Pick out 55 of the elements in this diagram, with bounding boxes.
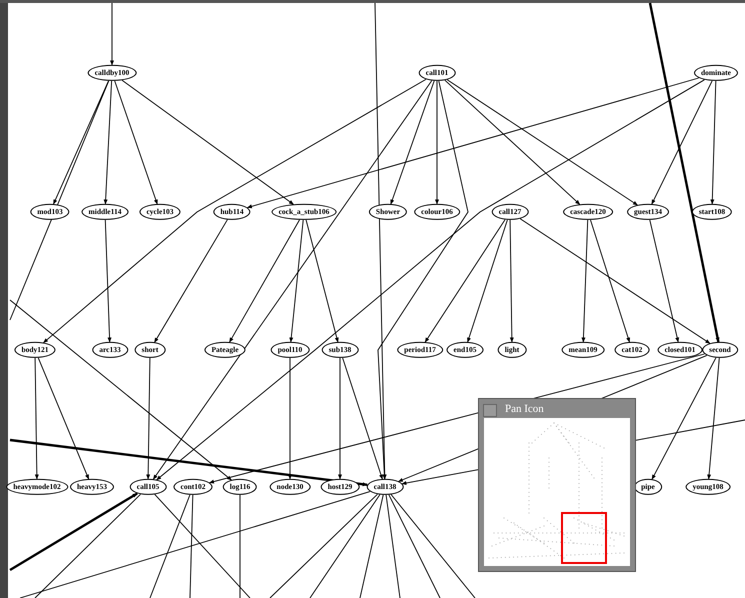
arrow [651,80,713,205]
arrow [652,357,716,480]
connector-line [190,494,194,598]
arrow [446,79,638,206]
arrow [342,357,383,480]
arrow [288,358,292,480]
connector-line [360,494,384,598]
arrow [34,358,39,480]
arrow [289,220,304,342]
arrow [378,80,468,480]
arrow [590,220,630,343]
arrow [209,354,705,484]
arrow [10,438,368,486]
arrow [146,358,150,480]
arrow [104,80,112,204]
arrow [229,219,300,343]
connector-line [154,494,250,598]
connector-line [270,494,378,598]
arrow [424,219,506,343]
arrow [435,80,439,204]
arrow [649,220,680,342]
arrow [156,79,705,480]
connector-line [150,494,190,598]
connector-line [20,491,370,598]
arrow [520,218,710,344]
arrow [10,300,232,481]
arrow [467,219,508,343]
arrow [510,220,514,342]
arrow [110,2,114,66]
arrow [648,2,720,342]
arrow [152,80,432,480]
arrow [104,220,112,342]
arrow [114,80,158,205]
arrow [122,80,294,205]
arrow [374,2,387,480]
connector-line [386,494,400,598]
arrow [581,220,588,342]
arrow [390,80,435,205]
arrow [710,80,716,204]
connector-line [390,494,476,598]
arrow [246,78,700,208]
window-title: Pan Icon [505,403,544,415]
arrow [444,80,580,205]
connector-line [10,80,110,320]
connector-line [34,494,141,598]
arrow [707,358,720,480]
arrow [38,357,90,480]
connector-line [388,494,440,598]
arrow [43,78,426,344]
arrow [306,220,339,343]
connector-line [310,494,380,598]
arrow [154,219,228,343]
arrow [338,358,342,480]
arrow [9,492,138,572]
arrow [53,80,109,205]
